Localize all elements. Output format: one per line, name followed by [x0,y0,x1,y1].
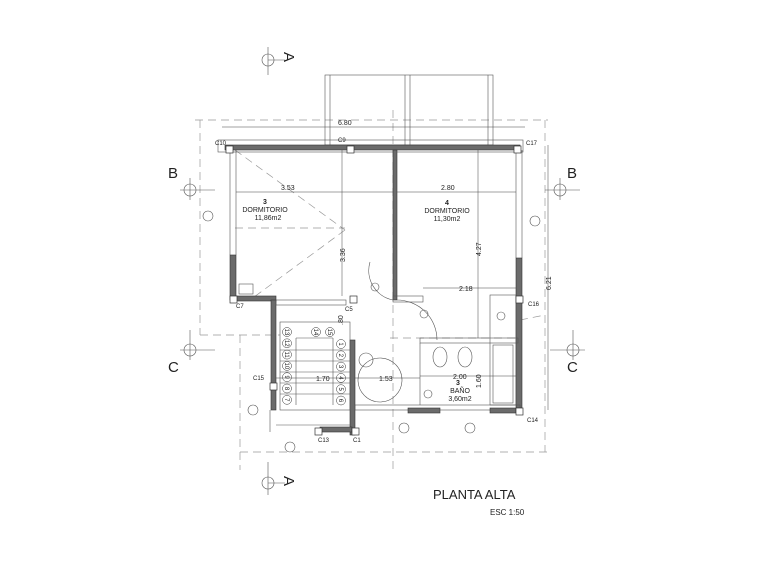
stair-step-marker [336,350,346,361]
stair-step-number: 2 [337,354,343,358]
section-marker-c-right: C [550,330,585,376]
section-marker-a-top: A [261,47,297,75]
stair-step-marker [336,395,346,406]
stair-step-number: 14 [312,329,318,336]
dim-bath-depth: 1.60 [476,374,483,388]
column-label: C13 [318,438,330,444]
dim-room4-depth: 4.27 [476,242,483,256]
staircase [279,321,351,411]
dim-total-depth: 6.21 [546,276,553,290]
dim-total-width: 6.80 [338,120,352,127]
svg-text:B: B [567,165,577,182]
stair-step-number: 1 [337,342,343,346]
balcony [324,74,494,146]
svg-text:3: 3 [456,380,460,387]
svg-text:C: C [567,359,578,376]
stair-step-marker [325,327,335,337]
column-label: C5 [345,307,353,313]
stair-step-marker [282,327,292,337]
turning-circle [357,357,403,403]
stair-step-number: 10 [283,363,289,370]
section-marker-c-left: C [168,330,215,376]
column-label: C9 [338,138,346,144]
dim-room3-width: 3.53 [281,185,295,192]
stair-step-marker [282,361,292,371]
window-markers [202,210,541,453]
stair-step-marker [282,383,292,394]
stair-step-number: 12 [283,340,289,347]
stair-step-marker [282,349,292,360]
washbasin [358,352,374,368]
svg-text:DORMITORIO: DORMITORIO [242,207,288,214]
room-dormitorio-4: 4 DORMITORIO 11,30m2 [424,200,470,223]
stair-step-marker [336,384,346,394]
stair-step-marker [311,327,321,337]
svg-text:B: B [168,165,178,182]
stair-step-number: 7 [283,398,289,402]
stair-step-marker [282,395,292,405]
columns [225,145,524,436]
dim-room4-partial: 2.18 [459,286,473,293]
svg-text:DORMITORIO: DORMITORIO [424,208,470,215]
section-marker-b-left: B [168,165,215,200]
svg-text:11,86m2: 11,86m2 [255,215,282,222]
section-marker-b-right: B [545,165,580,200]
room-bano: 3 BAÑO 3,60m2 [448,380,471,403]
dim-hall: 1.53 [379,376,393,383]
cabinet [238,283,254,295]
stair-step-number: 6 [337,399,343,403]
plan-title: PLANTA ALTA [433,487,516,502]
column-label: C17 [526,141,538,147]
walls [217,139,524,436]
dim-landing: .80 [338,315,345,325]
dim-stair-width: 1.70 [316,376,330,383]
svg-text:3: 3 [263,199,267,206]
stair-step-number: 13 [283,329,289,336]
svg-text:A: A [280,476,297,486]
dimension-lines [222,126,549,410]
shower [492,344,514,404]
stair-step-number: 9 [283,376,289,380]
svg-text:3,60m2: 3,60m2 [448,396,471,403]
stair-step-number: 3 [337,365,343,369]
stair-step-marker [282,338,292,349]
stair-steps-left: 13 12 11 10 9 8 7 [282,327,292,405]
stair-steps-top: 14 15 [311,327,335,337]
section-marker-a-bottom: A [261,462,297,495]
room-dormitorio-3: 3 DORMITORIO 11,86m2 [242,199,288,222]
stair-step-number: 8 [283,387,289,391]
svg-text:BAÑO: BAÑO [450,386,470,395]
door-swing [368,261,394,301]
bidet [457,346,473,368]
toilet [432,346,448,368]
svg-text:4: 4 [445,200,449,207]
column-label: C1 [353,438,361,444]
dim-room4-width: 2.80 [441,185,455,192]
fixtures [238,261,514,404]
plan-scale: ESC 1:50 [490,508,525,517]
door-swing [396,299,438,341]
stair-step-marker [282,372,292,382]
stair-step-number: 5 [337,388,343,392]
column-label: C14 [527,418,539,424]
svg-text:11,30m2: 11,30m2 [434,216,461,223]
stair-step-number: 11 [283,351,289,358]
dim-room3-depth: 3.36 [340,248,347,262]
column-label: C16 [528,302,540,308]
stair-step-number: 15 [326,329,332,336]
svg-text:C: C [168,359,179,376]
stair-step-marker [336,339,346,349]
column-label: C7 [236,304,244,310]
stair-step-marker [336,361,346,372]
dim-bath-width: 2.00 [453,374,467,381]
svg-text:A: A [280,52,297,62]
column-label: C10 [215,141,227,147]
column-label: C15 [253,376,265,382]
